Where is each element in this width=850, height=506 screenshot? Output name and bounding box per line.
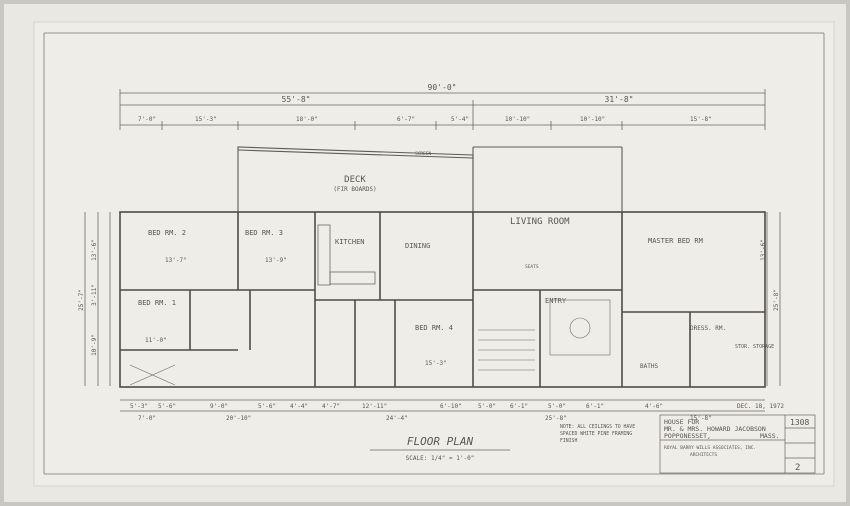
title-line1: HOUSE FOR bbox=[664, 418, 699, 426]
title-line3b: MASS. bbox=[760, 432, 780, 440]
tracing-sheet bbox=[33, 21, 835, 487]
bottom-dim: 24'-4" bbox=[386, 415, 408, 422]
bottom-dim: 9'-0" bbox=[210, 403, 228, 410]
bottom-dim: 4'-7" bbox=[322, 403, 340, 410]
top-dim: 5'-4" bbox=[451, 116, 469, 123]
room-bedroom1: BED RM. 1 bbox=[138, 299, 176, 307]
room-bedroom4-size: 15'-3" bbox=[425, 360, 447, 367]
job-number: 1308 bbox=[790, 418, 809, 427]
room-bedroom1-size: 11'-0" bbox=[145, 337, 167, 344]
title-block bbox=[659, 414, 816, 474]
note-screen: SCREEN bbox=[415, 151, 432, 157]
left-dim: 13'-6" bbox=[91, 239, 98, 261]
room-living: LIVING ROOM bbox=[510, 217, 570, 227]
title-line2: MR. & MRS. HOWARD JACOBSON bbox=[664, 425, 766, 433]
top-dim: 18'-0" bbox=[296, 116, 318, 123]
bottom-dim: 25'-8" bbox=[545, 415, 567, 422]
room-bedroom4: BED RM. 4 bbox=[415, 324, 453, 332]
room-dress: DRESS. RM. bbox=[690, 325, 726, 332]
top-dim: 10'-10" bbox=[505, 116, 530, 123]
bottom-dim: 5'-6" bbox=[258, 403, 276, 410]
bottom-dim: 5'-0" bbox=[478, 403, 496, 410]
plan-title: FLOOR PLAN bbox=[407, 435, 474, 448]
room-deck: DECK bbox=[344, 175, 366, 185]
bottom-dim: 6'-1" bbox=[586, 403, 604, 410]
overall-dim: 90'-0" bbox=[428, 83, 457, 92]
room-dining: DINING bbox=[405, 242, 430, 250]
note-storage: STOR. STORAGE bbox=[735, 344, 774, 350]
bottom-dim: 6'-1" bbox=[510, 403, 528, 410]
left-dim: 25'-7" bbox=[78, 289, 85, 311]
top-dim: 7'-0" bbox=[138, 116, 156, 123]
bottom-dim: 12'-11" bbox=[362, 403, 387, 410]
top-dim: 15'-8" bbox=[690, 116, 712, 123]
bottom-dim: 7'-0" bbox=[138, 415, 156, 422]
room-bedroom3-size: 13'-9" bbox=[265, 257, 287, 264]
room-deck-sub: (FIR BOARDS) bbox=[333, 186, 376, 193]
left-dim: 3'-11" bbox=[91, 284, 98, 306]
right-dim: 25'-8" bbox=[773, 289, 780, 311]
right-span-dim: 31'-8" bbox=[605, 95, 634, 104]
bottom-dim: 5'-0" bbox=[548, 403, 566, 410]
room-entry: ENTRY bbox=[545, 297, 567, 305]
bottom-dim: 4'-6" bbox=[645, 403, 663, 410]
sheet-number: 2 bbox=[795, 463, 800, 473]
plan-scale: SCALE: 1/4" = 1'-0" bbox=[406, 455, 475, 462]
bottom-dim: 4'-4" bbox=[290, 403, 308, 410]
architect-sub: ARCHITECTS bbox=[690, 452, 717, 458]
bottom-dim: 5'-3" bbox=[130, 403, 148, 410]
floor-plan bbox=[119, 211, 766, 388]
title-line3: POPPONESSET, bbox=[664, 432, 711, 440]
room-master: MASTER BED RM bbox=[648, 237, 703, 245]
top-dim: 6'-7" bbox=[397, 116, 415, 123]
plan-date: DEC. 18, 1972 bbox=[737, 403, 784, 410]
left-span-dim: 55'-8" bbox=[282, 95, 311, 104]
room-baths: BATHS bbox=[640, 363, 658, 370]
top-dim: 15'-3" bbox=[195, 116, 217, 123]
right-dim: 13'-6" bbox=[760, 239, 767, 261]
bottom-dim: 20'-10" bbox=[226, 415, 251, 422]
room-bedroom2: BED RM. 2 bbox=[148, 229, 186, 237]
bottom-dim: 5'-6" bbox=[158, 403, 176, 410]
room-kitchen: KITCHEN bbox=[335, 238, 365, 246]
note-seats: SEATS bbox=[525, 264, 539, 270]
left-dim: 10'-9" bbox=[91, 334, 98, 356]
bottom-dim: 6'-10" bbox=[440, 403, 462, 410]
room-bedroom2-size: 13'-7" bbox=[165, 257, 187, 264]
room-bedroom3: BED RM. 3 bbox=[245, 229, 283, 237]
architect-name: ROYAL BARRY WILLS ASSOCIATES, INC. bbox=[664, 445, 756, 451]
bottom-dim: 15'-8" bbox=[690, 415, 712, 422]
note-block: NOTE: ALL CEILINGS TO HAVE SPACED WHITE … bbox=[560, 425, 635, 444]
top-dim: 10'-10" bbox=[580, 116, 605, 123]
